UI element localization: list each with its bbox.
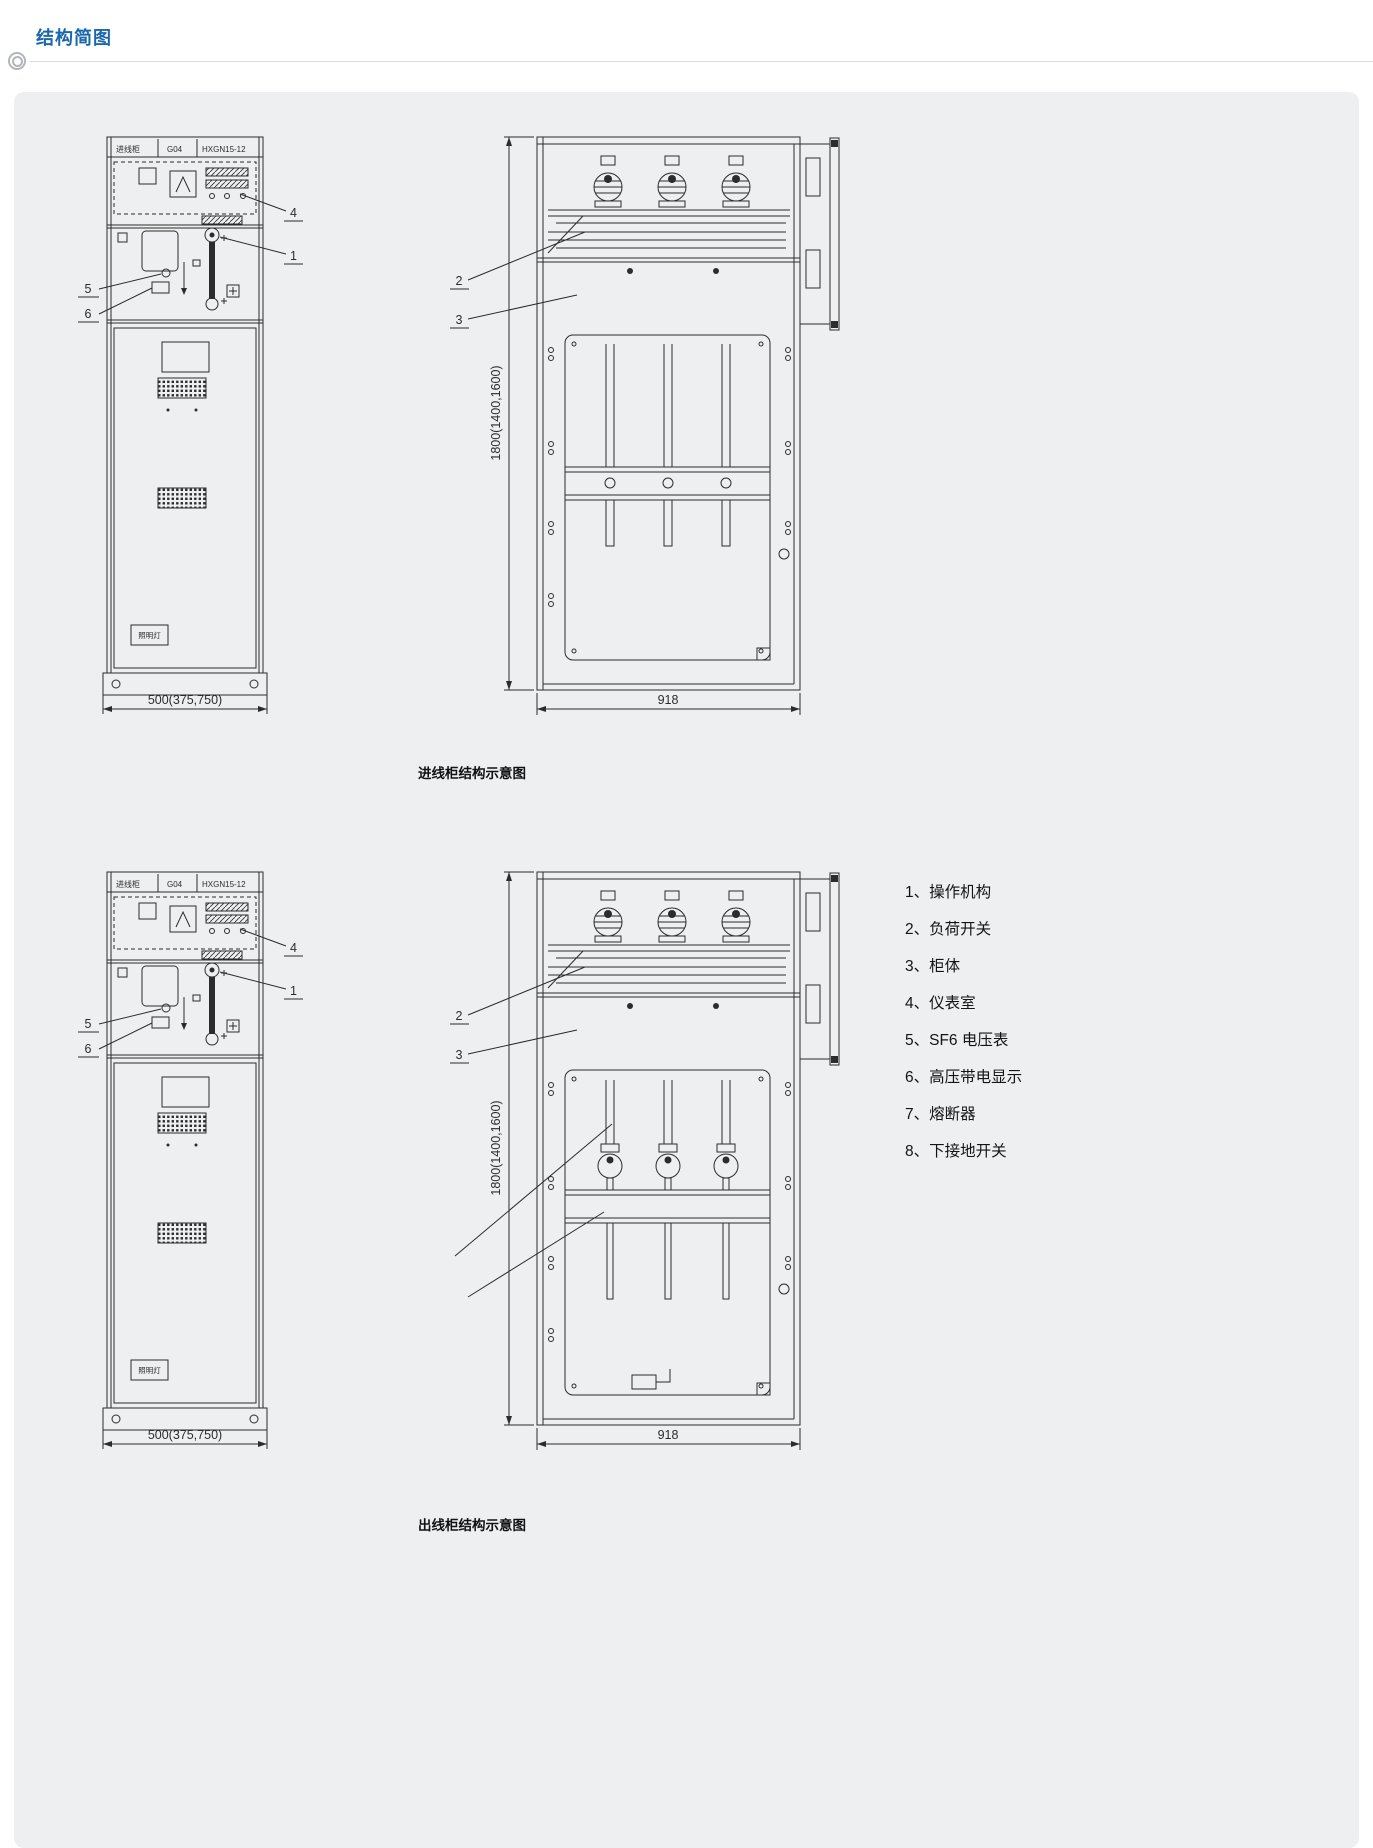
legend-item-4: 4、仪表室 — [905, 995, 976, 1012]
document-header: 结构简图 — [0, 0, 1373, 92]
parts-legend: 1、操作机构 2、负荷开关 3、柜体 4、仪表室 5、SF6 电压表 6、高压带… — [905, 874, 1022, 1170]
legend-item-6: 6、高压带电显示 — [905, 1069, 1023, 1086]
legend-item-8: 8、下接地开关 — [905, 1143, 1007, 1160]
bullet-ring-icon — [8, 52, 26, 70]
legend-item-5: 5、SF6 电压表 — [905, 1032, 1009, 1049]
legend-item-1: 1、操作机构 — [905, 884, 992, 901]
header-divider — [30, 61, 1373, 62]
legend-item-7: 7、熔断器 — [905, 1106, 976, 1123]
legend-item-3: 3、柜体 — [905, 958, 961, 975]
content-panel — [14, 92, 1359, 1848]
caption-outgoing-cabinet: 出线柜结构示意图 — [418, 1518, 526, 1533]
legend-item-2: 2、负荷开关 — [905, 921, 992, 938]
page-title: 结构简图 — [36, 28, 112, 48]
caption-incoming-cabinet: 进线柜结构示意图 — [418, 766, 526, 781]
